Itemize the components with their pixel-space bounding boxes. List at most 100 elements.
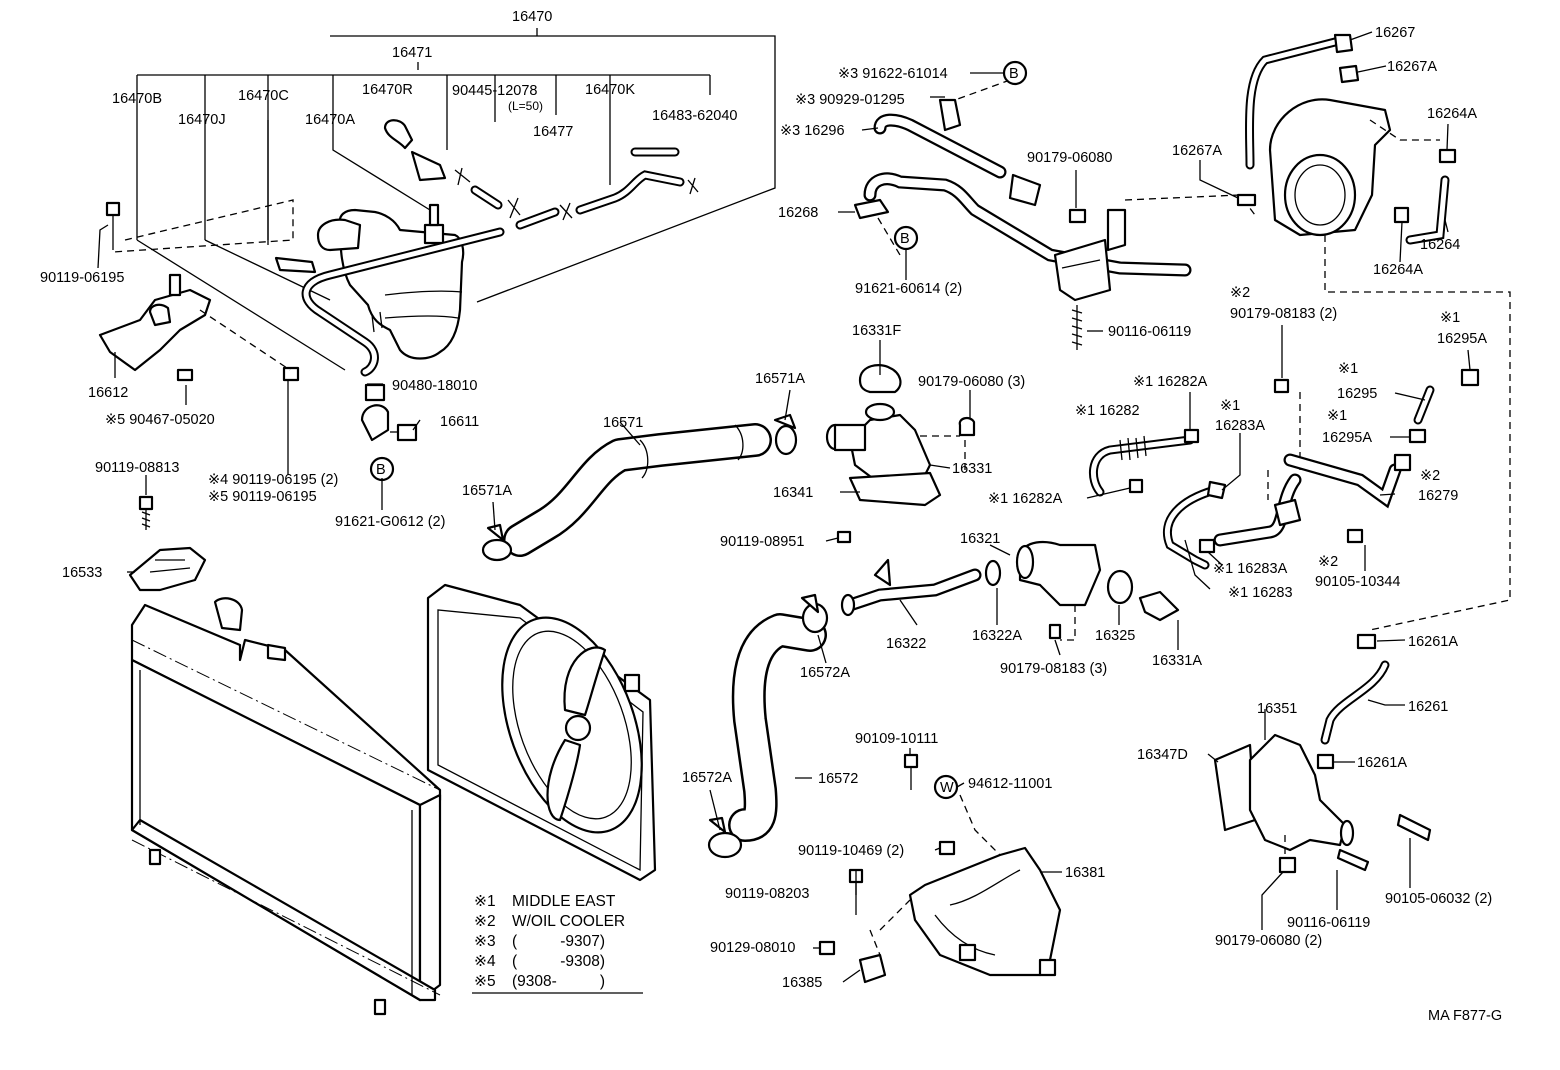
circle-w: W — [940, 780, 954, 796]
label-16322a: 16322A — [972, 628, 1022, 644]
label-90116-06119-a: 90116-06119 — [1108, 324, 1191, 340]
mark-2-b: ※2 — [1420, 468, 1440, 484]
label-16331a: 16331A — [1152, 653, 1202, 669]
label-16295a-b: 16295A — [1322, 430, 1372, 446]
label-16325: 16325 — [1095, 628, 1135, 644]
oil-cooler-hoses — [1088, 368, 1480, 570]
label-90179-06080-c: 90179-06080 (2) — [1215, 933, 1322, 949]
label-16341: 16341 — [773, 485, 813, 501]
label-16470a: 16470A — [305, 112, 355, 128]
bypass-pipe-group — [853, 60, 1256, 350]
label-90105-10344: 90105-10344 — [1315, 574, 1400, 590]
label-16470: 16470 — [512, 9, 552, 25]
label-90445-12078: 90445-12078 — [452, 83, 537, 99]
label-16351: 16351 — [1257, 701, 1297, 717]
label-16264: 16264 — [1420, 237, 1460, 253]
label-16611: 16611 — [440, 414, 479, 430]
circle-b-left: B — [376, 462, 386, 478]
label-16477: 16477 — [533, 124, 573, 140]
note-mark-3: ※3 — [474, 933, 496, 950]
label-90480-18010: 90480-18010 — [392, 378, 477, 394]
label-16612: 16612 — [88, 385, 128, 401]
label-16471: 16471 — [392, 45, 432, 61]
circle-b-mid: B — [900, 231, 910, 247]
note-mark-2: ※2 — [474, 913, 496, 930]
water-inlet-group — [1213, 633, 1432, 874]
reservoir-group — [98, 28, 776, 592]
label-16264a-b: 16264A — [1373, 262, 1423, 278]
label-90119-06195-b: ※4 90119-06195 (2) — [208, 472, 338, 488]
label-90129-08010: 90129-08010 — [710, 940, 795, 956]
label-90179-08183-b: 90179-08183 (2) — [1230, 306, 1337, 322]
label-16322: 16322 — [886, 636, 926, 652]
label-16283a-a: 16283A — [1215, 418, 1265, 434]
label-16267: 16267 — [1375, 25, 1415, 41]
note-mark-1: ※1 — [474, 893, 496, 910]
label-16282a-a: ※1 16282A — [1133, 374, 1208, 390]
label-90179-08183-a: 90179-08183 (3) — [1000, 661, 1107, 677]
label-16470j: 16470J — [178, 112, 226, 128]
engine-mount-bracket — [818, 753, 1062, 984]
part-labels: 16470 16471 16470B 16470J 16470C 16470R … — [40, 9, 1492, 991]
label-16470k: 16470K — [585, 82, 635, 98]
label-91621-g0612: 91621-G0612 (2) — [335, 514, 445, 530]
label-90109-10111: 90109-10111 — [855, 731, 938, 747]
note-text-3: ( -9307) — [512, 933, 605, 950]
label-90179-06080-a: 90179-06080 — [1027, 150, 1112, 166]
label-16572a-b: 16572A — [682, 770, 732, 786]
note-text-4: ( -9308) — [512, 953, 605, 970]
label-90119-08813: 90119-08813 — [95, 460, 179, 476]
label-16381: 16381 — [1065, 865, 1105, 881]
label-90179-06080-b: 90179-06080 (3) — [918, 374, 1025, 390]
label-94612-11001: 94612-11001 — [968, 776, 1052, 792]
label-90119-06195-c: ※5 90119-06195 — [208, 489, 317, 505]
label-16267a-b: 16267A — [1172, 143, 1222, 159]
label-16296: ※3 16296 — [780, 123, 845, 139]
label-16483-62040: 16483-62040 — [652, 108, 737, 124]
label-91622-61014: ※3 91622-61014 — [838, 66, 948, 82]
label-16282: ※1 16282 — [1075, 403, 1140, 419]
label-16385: 16385 — [782, 975, 822, 991]
label-16321: 16321 — [960, 531, 1000, 547]
note-text-5: (9308- ) — [512, 973, 605, 990]
label-16267a-a: 16267A — [1387, 59, 1437, 75]
label-16268: 16268 — [778, 205, 818, 221]
label-16261: 16261 — [1408, 699, 1448, 715]
label-90929-01295: ※3 90929-01295 — [795, 92, 905, 108]
label-90116-06119-b: 90116-06119 — [1287, 915, 1370, 931]
label-16283a-b: ※1 16283A — [1213, 561, 1288, 577]
label-90467-05020: ※5 90467-05020 — [105, 412, 215, 428]
mark-2-c: ※2 — [1318, 554, 1338, 570]
label-16264a-a: 16264A — [1427, 106, 1477, 122]
legend-notes: ※1 MIDDLE EAST ※2 W/OIL COOLER ※3 ( -930… — [474, 893, 625, 990]
label-16295a-a: 16295A — [1437, 331, 1487, 347]
mark-1-c: ※1 — [1327, 408, 1347, 424]
label-16470r: 16470R — [362, 82, 413, 98]
label-16283: ※1 16283 — [1228, 585, 1293, 601]
label-16295: 16295 — [1337, 386, 1377, 402]
label-16347d: 16347D — [1137, 747, 1188, 763]
label-16282a-b: ※1 16282A — [988, 491, 1063, 507]
label-16571a-b: 16571A — [462, 483, 512, 499]
label-16261a-a: 16261A — [1408, 634, 1458, 650]
label-91621-60614: 91621-60614 (2) — [855, 281, 962, 297]
label-90445-length: (L=50) — [508, 99, 543, 113]
label-16572a-a: 16572A — [800, 665, 850, 681]
oil-cooler-group — [1236, 33, 1511, 631]
water-outlet-group — [707, 530, 1180, 859]
note-text-2: W/OIL COOLER — [512, 913, 625, 930]
label-16572: 16572 — [818, 771, 858, 787]
note-mark-4: ※4 — [474, 953, 496, 970]
label-90119-08203: 90119-08203 — [725, 886, 809, 902]
label-16533: 16533 — [62, 565, 102, 581]
label-90119-06195-a: 90119-06195 — [40, 270, 124, 286]
label-16571a-a: 16571A — [755, 371, 805, 387]
circle-b-top: B — [1009, 66, 1019, 82]
label-90105-06032: 90105-06032 (2) — [1385, 891, 1492, 907]
radiator — [130, 597, 442, 1016]
label-90119-08951: 90119-08951 — [720, 534, 804, 550]
label-16470b: 16470B — [112, 91, 162, 107]
mark-2-a: ※2 — [1230, 285, 1250, 301]
diagram-code: MA F877-G — [1428, 1008, 1502, 1024]
